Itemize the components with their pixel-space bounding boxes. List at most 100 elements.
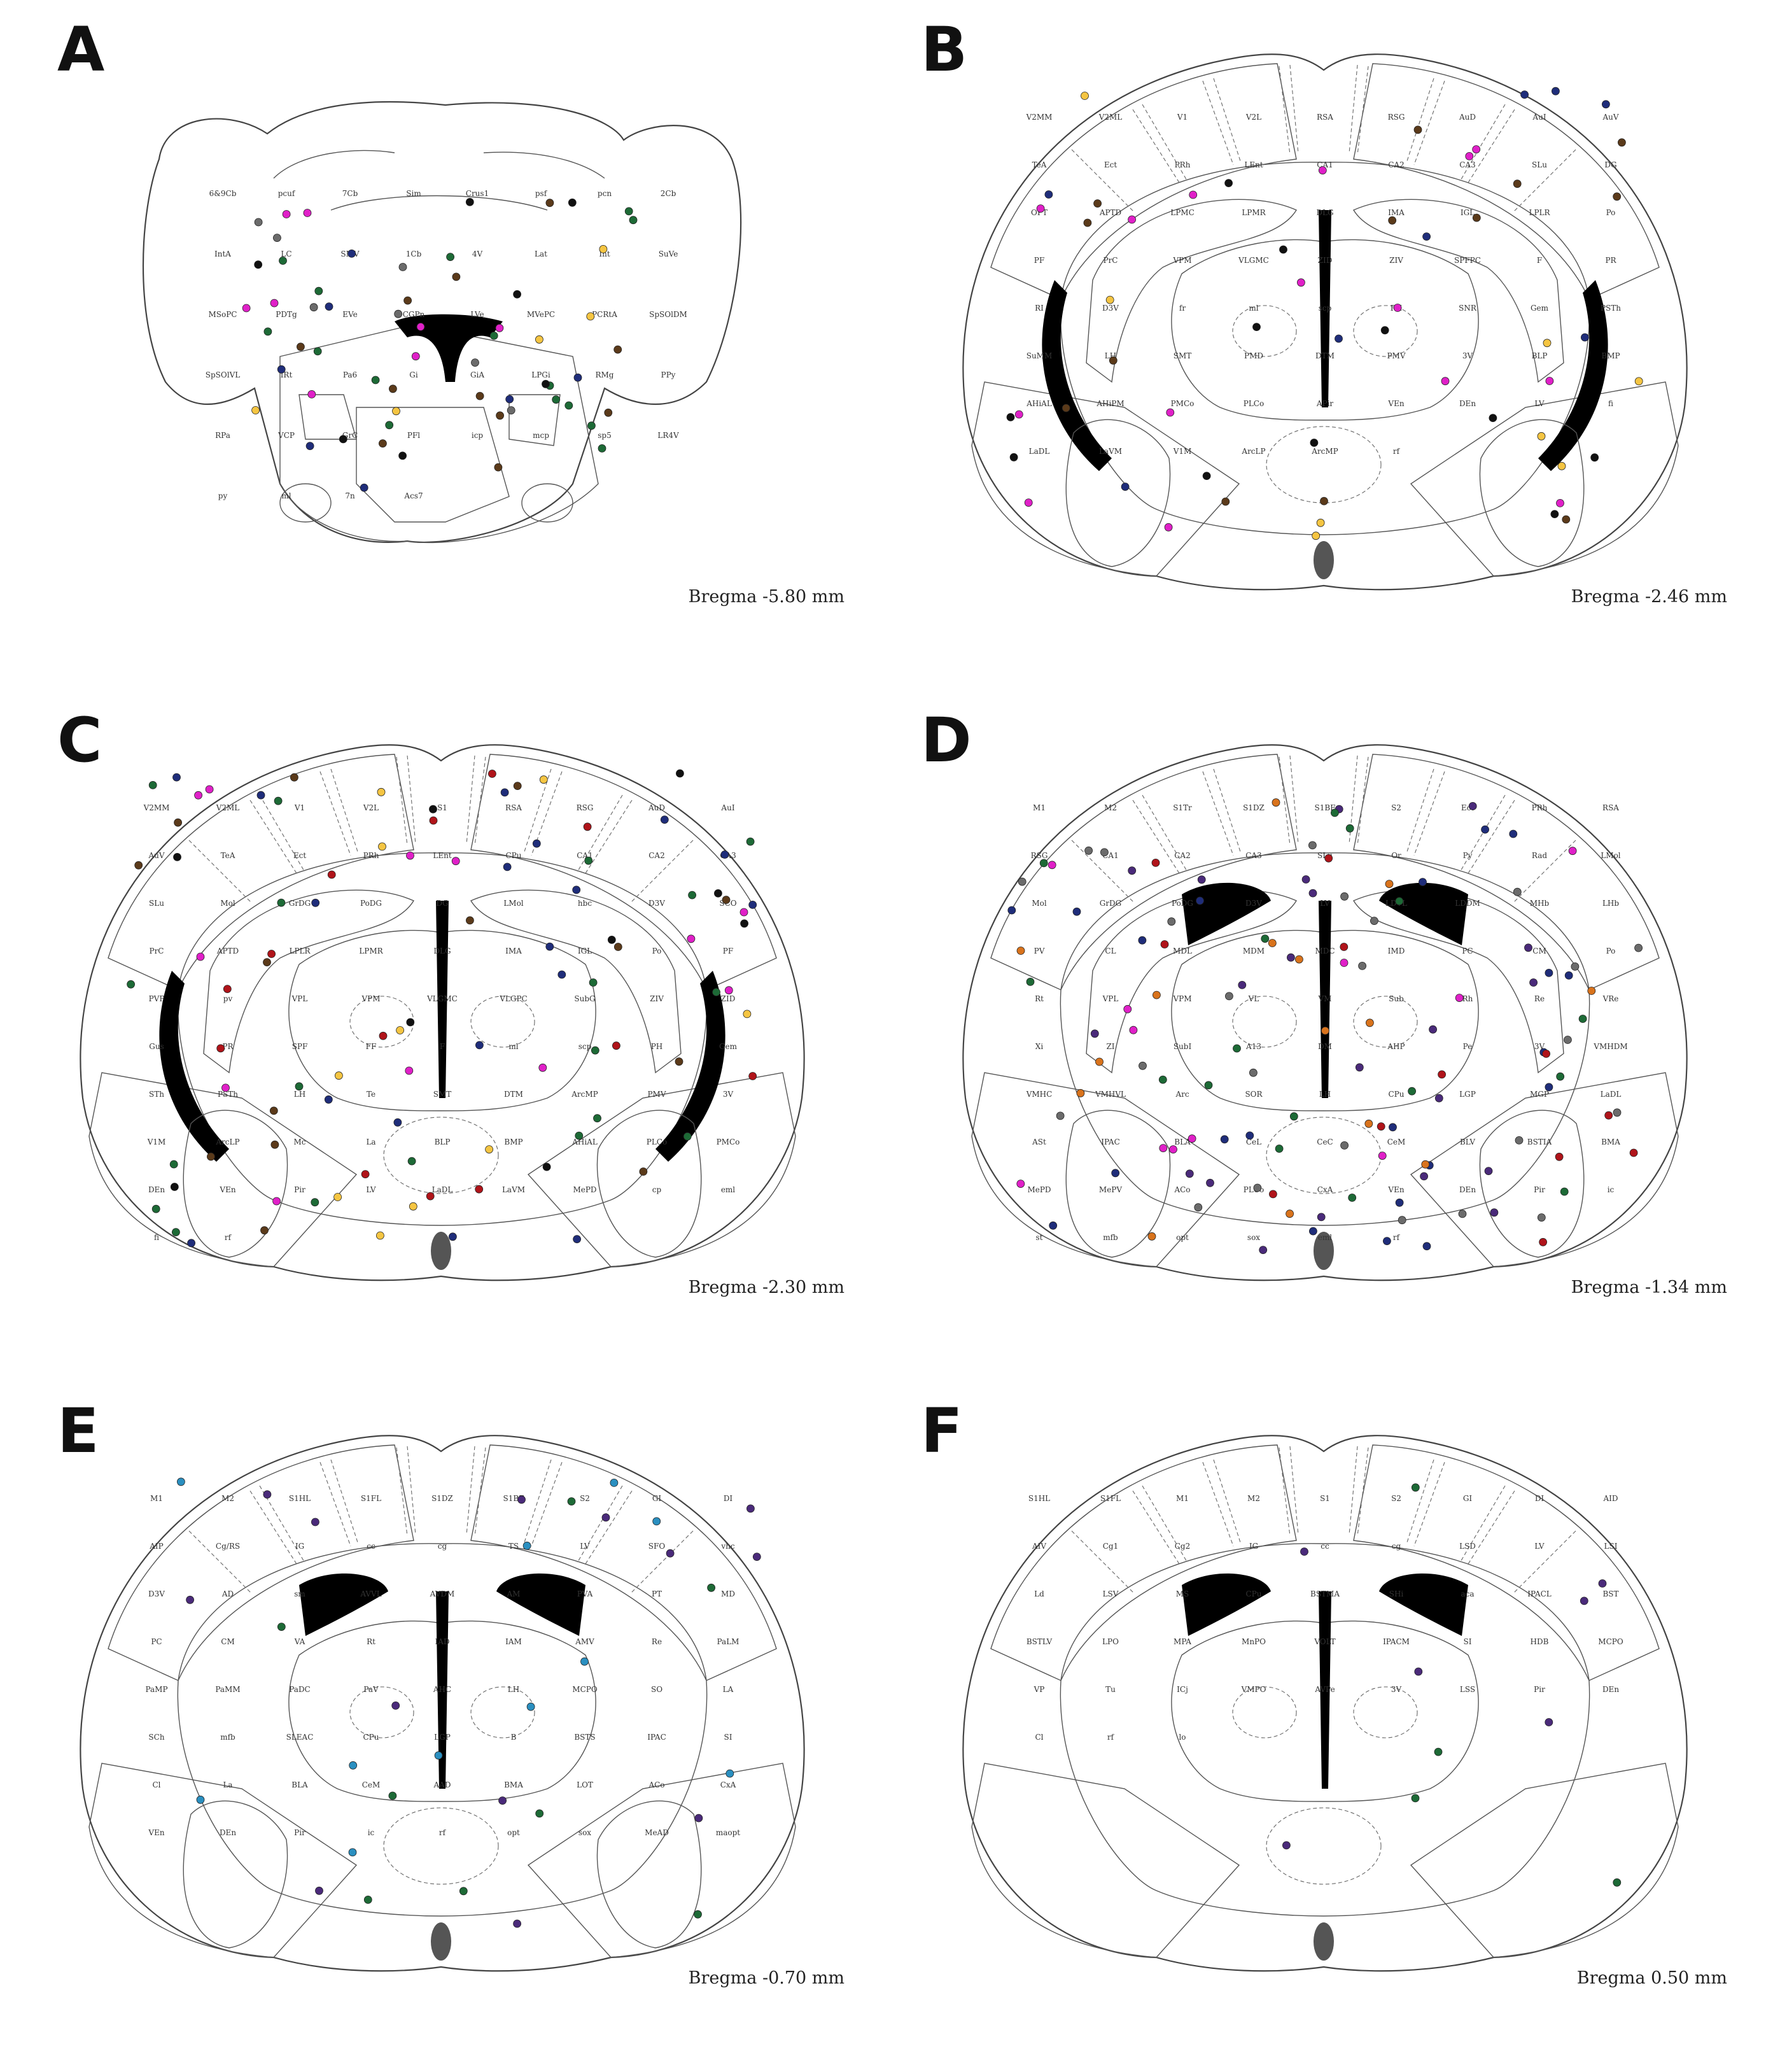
bregma-label: Bregma -0.70 mm (688, 1968, 844, 1988)
region-label: SO (651, 1685, 662, 1694)
injection-dot (1398, 1216, 1406, 1225)
injection-dot (1238, 980, 1247, 989)
panel-letter: A (57, 14, 105, 85)
injection-dot (1167, 917, 1176, 926)
region-label: D3V (148, 1589, 165, 1598)
region-label: SHi (1389, 1589, 1404, 1598)
injection-dot (1458, 1209, 1467, 1218)
injection-dot (1164, 523, 1173, 532)
injection-dot (174, 818, 183, 827)
region-label: LR4V (657, 431, 679, 440)
fissure-line (483, 152, 605, 179)
region-label: La (223, 1780, 232, 1789)
region-label: Sim (406, 189, 421, 198)
injection-dot (173, 852, 181, 861)
injection-dot (1121, 483, 1130, 491)
injection-dot (1472, 213, 1481, 222)
region-label: LPO (1102, 1637, 1119, 1646)
injection-dot (1520, 90, 1529, 99)
region-label: py (218, 491, 228, 500)
subdivision-line (1357, 66, 1369, 155)
injection-dot (305, 442, 314, 450)
region-label: PSTh (1601, 304, 1621, 313)
region-label: PF (1034, 256, 1044, 265)
region-label: ic (368, 1828, 375, 1837)
region-label: Gus (149, 1042, 164, 1051)
injection-dot (311, 1518, 319, 1526)
injection-dot (296, 342, 305, 351)
brain-outline (80, 744, 805, 1281)
region-label: LV (580, 1542, 590, 1551)
region-label: PF (723, 947, 733, 955)
injection-dot (1550, 510, 1559, 518)
lateral-ventricle-upper-left (1182, 1573, 1271, 1636)
region-label: RSG (1388, 113, 1405, 122)
region-label: DTM (504, 1090, 523, 1099)
region-label: vhc (720, 1542, 735, 1551)
region-label: ICj (1177, 1685, 1188, 1694)
injection-dot (169, 1160, 178, 1169)
region-label: ArcMP (1311, 447, 1338, 456)
region-label: M1 (150, 1494, 163, 1503)
region-label: PaV (363, 1685, 379, 1694)
injection-dot (1481, 825, 1489, 834)
injection-dot (223, 985, 232, 994)
region-label: V2ML (216, 803, 240, 812)
region-label: IMA (1388, 208, 1405, 217)
injection-dot (1377, 1122, 1385, 1131)
cortex-right-region (470, 1444, 777, 1681)
injection-dot (1259, 1246, 1268, 1254)
region-label: VL (1248, 994, 1259, 1003)
region-label: RPa (215, 431, 230, 440)
region-label: ArcLP (215, 1138, 239, 1146)
region-label: GiA (470, 370, 484, 379)
region-label: sox (578, 1828, 591, 1837)
region-label: Pir (294, 1185, 305, 1194)
region-label: ic (1608, 1185, 1615, 1194)
injection-dot (1364, 1119, 1373, 1128)
region-label: 3V (723, 1090, 734, 1099)
injection-dot (307, 390, 316, 398)
subdivision-line (396, 756, 408, 846)
region-label: scp (578, 1042, 592, 1051)
region-label: PMCo (1171, 399, 1195, 408)
region-label: VPM (1172, 256, 1191, 265)
region-label: LH (294, 1090, 305, 1099)
injection-dot (564, 401, 573, 410)
injection-dot (1152, 990, 1161, 999)
subdivision-line (1071, 149, 1135, 213)
injection-dot (599, 244, 608, 253)
region-label: mcp (533, 431, 549, 440)
injection-dot (1297, 278, 1305, 287)
injection-dot (1009, 453, 1018, 462)
region-label: S1FL (1100, 1494, 1121, 1503)
region-label: AuD (1459, 113, 1476, 122)
region-label: AuV (1602, 113, 1618, 122)
region-label: Ect (1104, 160, 1117, 169)
subdivision-line (1142, 104, 1188, 182)
region-label: MePD (573, 1185, 596, 1194)
injection-dot (1355, 1063, 1364, 1072)
region-label: BLP (435, 1138, 451, 1146)
subdivision-line (1071, 840, 1135, 904)
region-label: S1HL (1028, 1494, 1050, 1503)
injection-dot (407, 1157, 416, 1166)
region-label: LOT (577, 1780, 593, 1789)
injection-dot (267, 950, 276, 958)
region-label: LV (1320, 899, 1330, 908)
injection-dot (552, 395, 561, 404)
injection-dot (1419, 878, 1427, 887)
ventral-left-region (971, 1072, 1240, 1267)
region-label: AHiPM (1096, 399, 1124, 408)
region-label: SMT (1174, 351, 1192, 360)
injection-dot (1221, 497, 1230, 506)
amygdala-left-region (183, 1110, 288, 1258)
region-label: Tu (1105, 1685, 1116, 1694)
region-label: Cl (1035, 1733, 1043, 1742)
injection-dot (303, 209, 312, 217)
region-label: MHb (1530, 899, 1550, 908)
injection-dot (485, 1145, 493, 1153)
region-label: AIV (1032, 1542, 1046, 1551)
region-label: LEnt (1244, 160, 1263, 169)
bregma-label: Bregma 0.50 mm (1576, 1968, 1727, 1988)
